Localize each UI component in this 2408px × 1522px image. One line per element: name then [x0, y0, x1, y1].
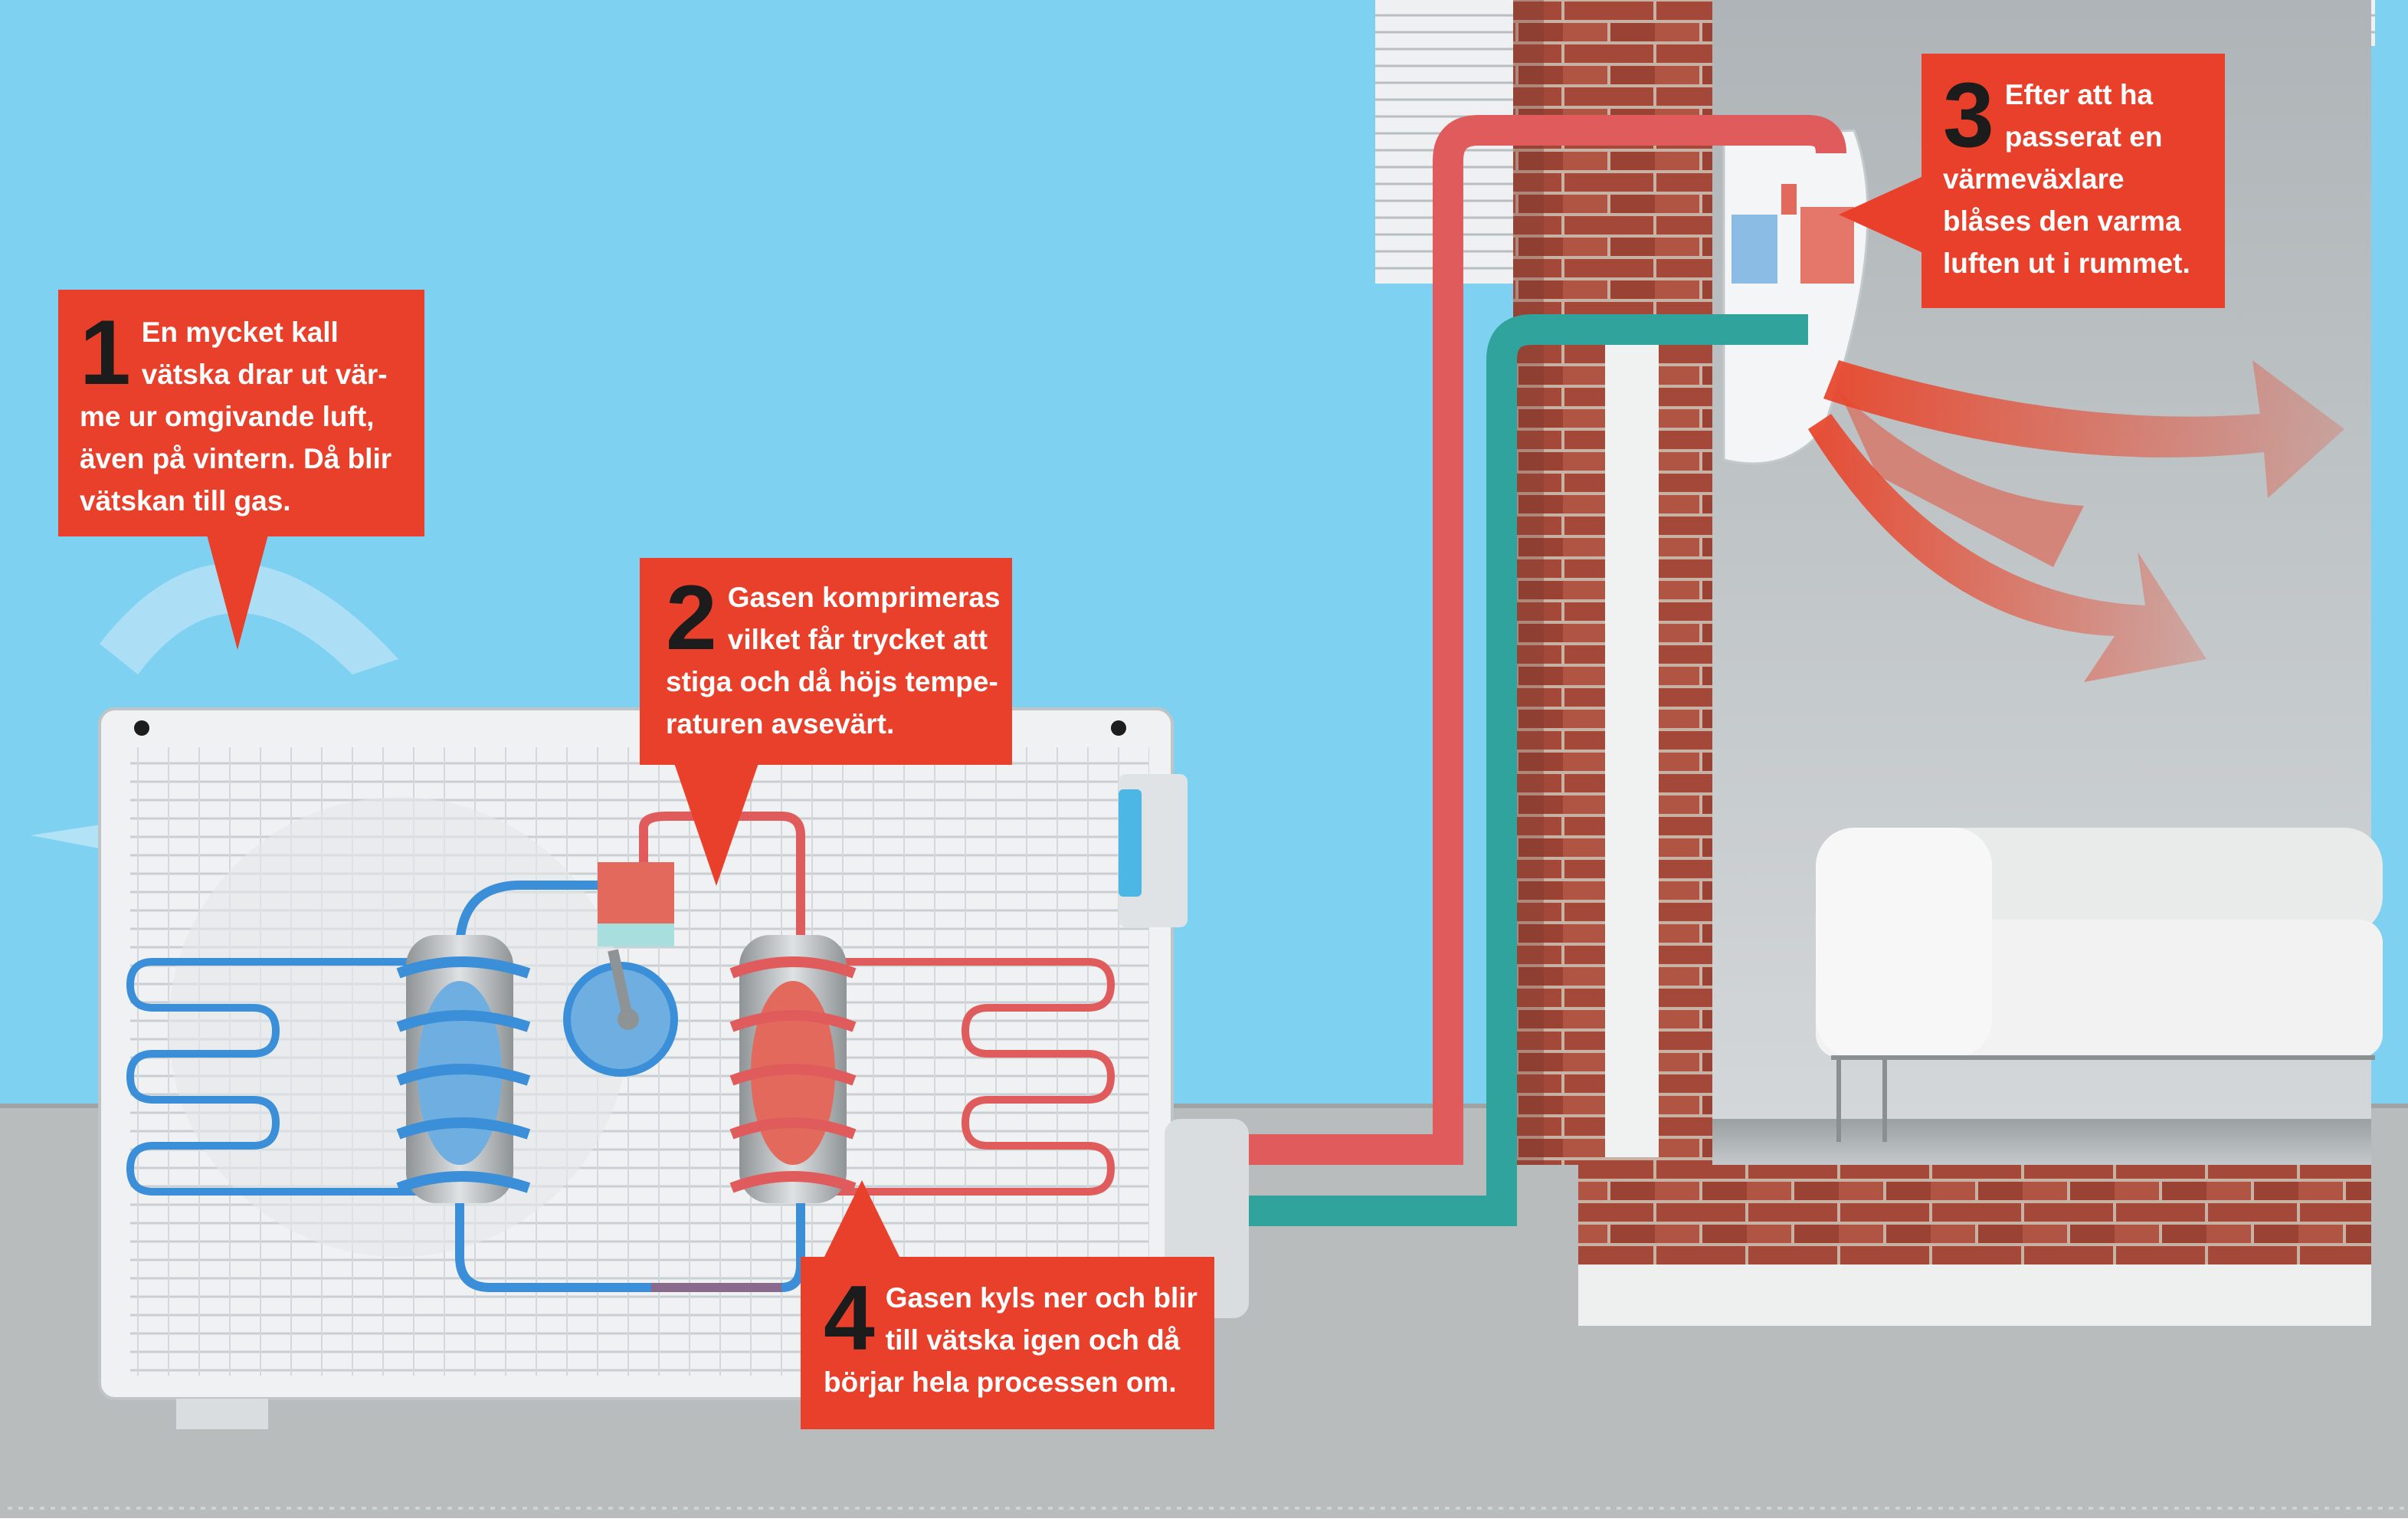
callout-line: stiga och då höjs tempe- — [666, 666, 998, 697]
callout-1-pointer — [207, 535, 268, 650]
callout-line: även på vintern. Då blir — [80, 443, 392, 474]
callout-line: me ur omgivande luft, — [80, 401, 375, 432]
callout-line: börjar hela processen om. — [824, 1366, 1177, 1398]
callout-number: 3 — [1943, 64, 1994, 166]
callout-line: passerat en — [2004, 121, 2163, 153]
hot-pipe — [1249, 115, 1846, 1165]
callout-line: till vätska igen och då — [885, 1324, 1181, 1356]
cold-pipe — [1249, 314, 1808, 1226]
callout-number: 1 — [80, 301, 131, 404]
sofa — [1816, 828, 2383, 1142]
floor-brick — [1578, 1165, 2371, 1265]
callout-3-pointer — [1839, 176, 1923, 253]
callout-line: luften ut i rummet. — [1943, 248, 2190, 279]
callout-number: 4 — [824, 1267, 875, 1369]
compressor — [563, 862, 678, 1077]
callout-2: 2 Gasen komprimeras vilket får trycket a… — [640, 558, 1012, 765]
callout-line: vilket får trycket att — [727, 624, 988, 655]
callout-line: Gasen kyls ner och blir — [885, 1282, 1197, 1314]
condenser-coil — [820, 958, 1116, 1196]
callout-number: 2 — [666, 566, 717, 669]
callout-line: vätska drar ut vär- — [141, 359, 388, 390]
callout-4: 4 Gasen kyls ner och blir till vätska ig… — [801, 1257, 1214, 1429]
callout-line: raturen avsevärt. — [666, 708, 895, 740]
callout-line: värmeväxlare — [1943, 163, 2125, 195]
warm-air-arrows — [1808, 360, 2344, 682]
callout-4-pointer — [824, 1180, 900, 1258]
callout-3: 3 Efter att ha passerat en värmeväxlare … — [1921, 54, 2225, 308]
callout-line: blåses den varma — [1943, 205, 2181, 237]
callout-line: Gasen komprimeras — [727, 582, 1001, 613]
indoor-heat-exchanger — [1731, 184, 1854, 284]
callout-line: vätskan till gas. — [80, 485, 291, 517]
callout-line: Efter att ha — [2004, 79, 2154, 110]
callout-2-pointer — [674, 763, 758, 886]
callout-1: 1 En mycket kall vätska drar ut vär- me … — [58, 290, 424, 536]
callout-line: En mycket kall — [141, 317, 339, 348]
evaporator-cylinder — [396, 935, 531, 1203]
evaporator-coil — [126, 958, 429, 1196]
condenser-cylinder — [729, 935, 857, 1203]
